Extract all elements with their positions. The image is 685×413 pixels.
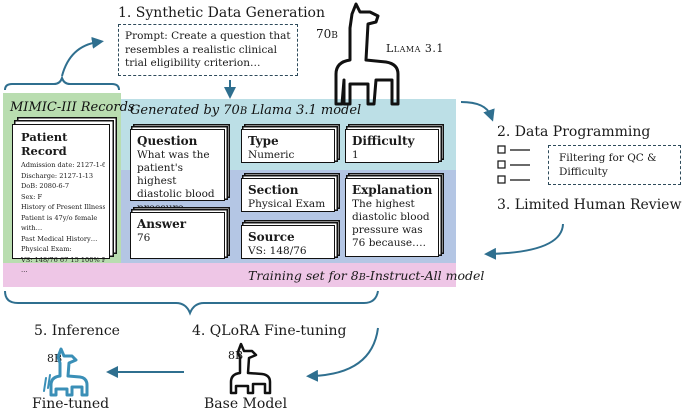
record-line: VS: 148/76 67 15 100% RA	[21, 255, 105, 264]
type-card-title: Type	[248, 134, 279, 148]
difficulty-card-body: 1	[352, 149, 359, 161]
record-line: …	[21, 266, 28, 274]
training-bracket	[4, 290, 379, 316]
type-card: Type Numeric	[241, 129, 335, 163]
explanation-card-title: Explanation	[352, 183, 433, 197]
difficulty-card-title: Difficulty	[352, 134, 415, 148]
llama-name-label: Llama 3.1	[386, 42, 444, 55]
record-line: Sex: F	[21, 192, 43, 201]
record-line: Physical Exam:	[21, 245, 72, 253]
patient-record-title: Patient Record	[21, 130, 68, 158]
source-card-body: VS: 148/76	[248, 245, 307, 257]
explanation-card-body: The highest diastolic blood pressure was…	[352, 198, 430, 250]
source-card: Source VS: 148/76	[241, 225, 335, 259]
record-line: Patient is 47y/o female	[21, 213, 98, 222]
answer-card: Answer 76	[130, 212, 225, 259]
section-card-body: Physical Exam	[248, 198, 326, 210]
arrow-back-from-review	[484, 223, 564, 260]
patient-record-card: Patient Record Admission date: 2127-1-6 …	[12, 124, 110, 274]
answer-card-title: Answer	[137, 217, 187, 231]
llama-size-label: 70B	[316, 27, 338, 41]
difficulty-card: Difficulty 1	[345, 129, 439, 163]
finetuned-label: Fine-tuned	[32, 396, 110, 412]
training-set-label: Training set for 8B-Instruct-All model	[248, 268, 485, 283]
record-line: Discharge: 2127-1-13	[21, 171, 94, 180]
record-line: DoB: 2080-6-7	[21, 182, 70, 190]
arrow-to-data-programming	[460, 101, 495, 122]
mimic-bracket	[4, 74, 120, 91]
question-card-title: Question	[137, 134, 198, 148]
record-line: History of Present Illness:	[21, 203, 105, 211]
record-line: Past Medical History…	[21, 234, 98, 243]
step-4-label: 4. QLoRA Fine-tuning	[192, 323, 347, 339]
filter-box: Filtering for QC & Difficulty	[548, 145, 681, 185]
llama-icon-finetuned	[43, 347, 89, 397]
arrow-to-finetuning	[306, 327, 379, 382]
llama-icon-base	[229, 342, 272, 395]
question-card-body: What was the patient's highest diastolic…	[137, 149, 215, 227]
source-card-title: Source	[248, 230, 295, 244]
explanation-card: Explanation The highest diastolic blood …	[345, 178, 439, 257]
checklist-icon	[497, 145, 530, 184]
base-model-label: Base Model	[204, 396, 288, 412]
generated-title: Generated by 70B Llama 3.1 model	[130, 103, 362, 118]
llama-icon-70b	[334, 2, 400, 106]
type-card-body: Numeric	[248, 149, 295, 161]
step-2-label: 2. Data Programming	[497, 124, 651, 140]
section-card-title: Section	[248, 183, 299, 197]
answer-card-body: 76	[137, 232, 151, 244]
section-card: Section Physical Exam	[241, 178, 335, 212]
mimic-title: MIMIC-III Records	[10, 100, 135, 115]
arrow-to-prompt	[61, 36, 104, 77]
step-1-label: 1. Synthetic Data Generation	[118, 5, 325, 21]
prompt-box: Prompt: Create a question that resembles…	[118, 24, 298, 76]
record-line: Admission date: 2127-1-6	[21, 161, 105, 169]
step-5-label: 5. Inference	[34, 323, 120, 339]
record-line: with…	[21, 224, 43, 232]
step-3-label: 3. Limited Human Review	[497, 197, 682, 213]
arrows	[61, 36, 564, 382]
training-set-band	[3, 263, 456, 287]
question-card: Question What was the patient's highest …	[130, 129, 225, 227]
